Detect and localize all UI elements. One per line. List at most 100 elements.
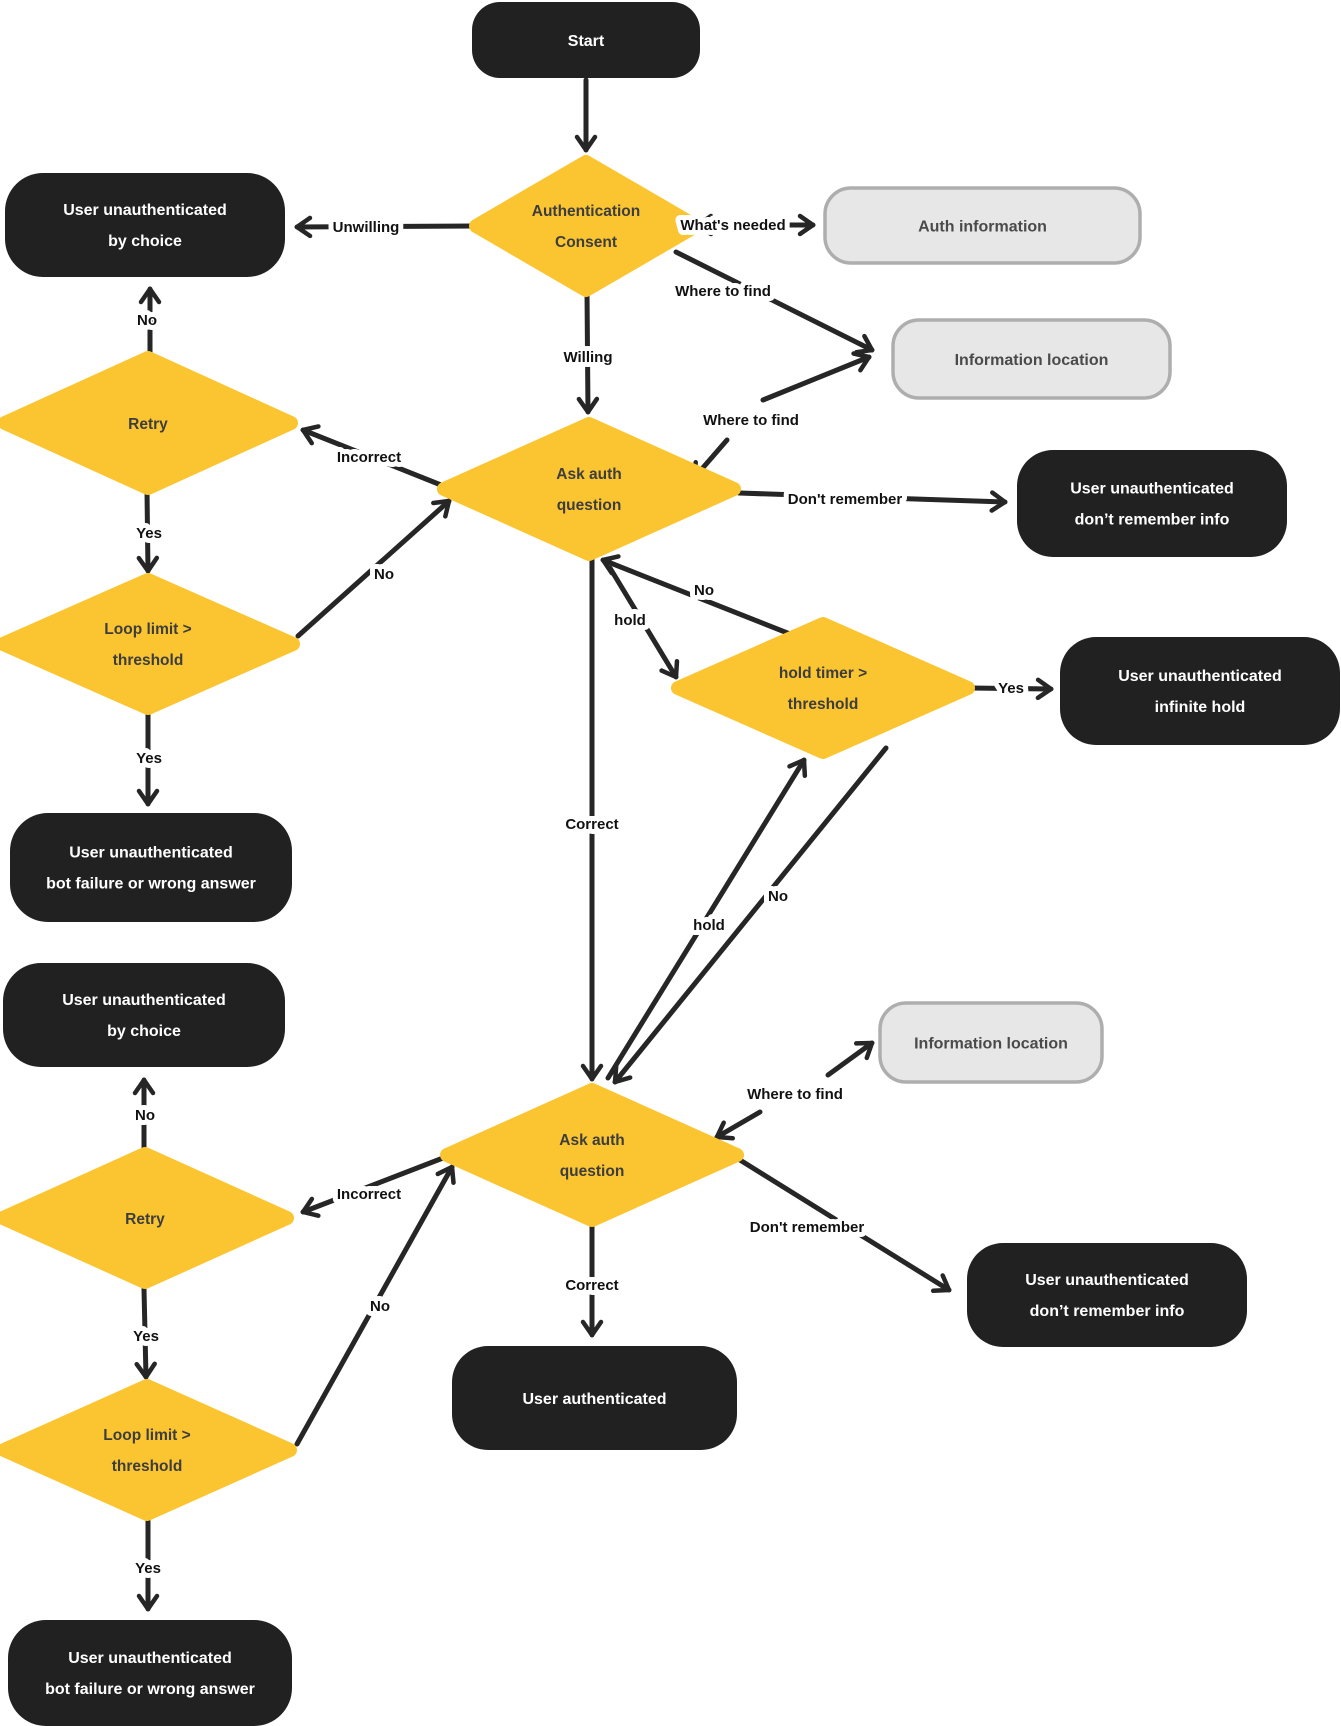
edge-hold-timer--ask-auth-question-1 bbox=[600, 554, 798, 639]
terminal-box bbox=[1060, 637, 1340, 745]
node-label: Information location bbox=[955, 352, 1109, 369]
node-label: Loop limit >threshold bbox=[103, 1427, 190, 1475]
decision-diamond bbox=[469, 155, 703, 297]
edge-auth-consent--ask-auth-question-1 bbox=[576, 289, 600, 415]
edge-line bbox=[300, 424, 444, 488]
edge-label: No bbox=[374, 566, 394, 583]
edge-label: Yes bbox=[136, 525, 162, 542]
edge-label: No bbox=[137, 312, 157, 329]
edge-label: No bbox=[694, 582, 714, 599]
terminal-box bbox=[452, 1346, 737, 1450]
edge-line bbox=[136, 488, 160, 574]
edge-hold-timer--ask-auth-question-2 bbox=[612, 745, 889, 1085]
edge-label: Correct bbox=[565, 816, 618, 833]
edge-retry-1--loop-limit-1 bbox=[136, 488, 160, 574]
decision-diamond bbox=[0, 1379, 297, 1521]
edge-loop-limit-1--ask-auth-question-1 bbox=[295, 498, 452, 639]
node-label: User authenticated bbox=[522, 1391, 666, 1408]
edge-line bbox=[300, 1155, 446, 1218]
edge-line bbox=[968, 677, 1054, 701]
decision-diamond bbox=[0, 573, 300, 715]
edge-line bbox=[737, 1157, 952, 1294]
node-loop-limit-2[interactable]: Loop limit >threshold bbox=[0, 1379, 297, 1521]
edge-auth-consent--unauth-by-choice-1 bbox=[294, 215, 479, 239]
decision-diamond bbox=[0, 351, 298, 495]
edge-label: What's needed bbox=[680, 217, 785, 234]
edge-label: No bbox=[135, 1107, 155, 1124]
node-label: Information location bbox=[914, 1036, 1068, 1053]
edge-ask-auth-question-1--unauth-dont-remember-1 bbox=[736, 490, 1008, 513]
edge-label: Yes bbox=[133, 1328, 159, 1345]
node-information-location-1[interactable]: Information location bbox=[891, 318, 1172, 400]
terminal-box bbox=[1017, 450, 1287, 557]
node-user-authenticated[interactable]: User authenticated bbox=[452, 1346, 737, 1450]
edge-label: Don't remember bbox=[750, 1219, 865, 1236]
terminal-box bbox=[8, 1620, 292, 1726]
edge-label: No bbox=[768, 888, 788, 905]
edge-label: Willing bbox=[563, 349, 612, 366]
edge-line bbox=[607, 565, 680, 680]
node-label: Loop limit >threshold bbox=[104, 621, 191, 669]
edge-line bbox=[294, 215, 479, 239]
node-auth-information[interactable]: Auth information bbox=[823, 186, 1142, 265]
node-label: Retry bbox=[128, 416, 168, 433]
node-label: Start bbox=[568, 33, 605, 50]
edge-hold-timer--unauth-infinite-hold bbox=[968, 677, 1054, 701]
node-start[interactable]: Start bbox=[472, 2, 700, 78]
edge-label: Don't remember bbox=[788, 491, 903, 508]
edge-line bbox=[134, 1286, 157, 1380]
info-box bbox=[823, 186, 1142, 265]
edge-line bbox=[714, 1109, 763, 1141]
edge-retry-2--loop-limit-2 bbox=[134, 1286, 157, 1380]
node-retry-2[interactable]: Retry bbox=[0, 1147, 294, 1289]
edge-label: hold bbox=[693, 917, 725, 934]
edge-ask-auth-question-1--retry-1 bbox=[300, 424, 444, 488]
edge-ask-auth-question-2--unauth-dont-remember-2 bbox=[737, 1157, 952, 1294]
node-retry-1[interactable]: Retry bbox=[0, 351, 298, 495]
node-information-location-2[interactable]: Information location bbox=[878, 1001, 1104, 1084]
terminal-box bbox=[472, 2, 700, 78]
edges-layer bbox=[132, 77, 1054, 1612]
edge-label: Where to find bbox=[747, 1086, 843, 1103]
decision-diamond bbox=[0, 1147, 294, 1289]
node-label: hold timer >threshold bbox=[779, 665, 867, 713]
edge-label: Correct bbox=[565, 1277, 618, 1294]
edge-label: hold bbox=[614, 612, 646, 629]
edge-line bbox=[825, 1040, 875, 1078]
terminal-box bbox=[3, 963, 285, 1067]
node-label: Auth information bbox=[918, 219, 1047, 236]
decision-diamond bbox=[440, 1083, 744, 1227]
edge-ask-auth-question-1--information-location-1 bbox=[760, 351, 872, 403]
node-loop-limit-1[interactable]: Loop limit >threshold bbox=[0, 573, 300, 715]
edge-label: Yes bbox=[998, 680, 1024, 697]
edge-ask-auth-question-2--retry-2 bbox=[300, 1155, 446, 1218]
node-hold-timer[interactable]: hold timer >threshold bbox=[671, 617, 975, 759]
edge-line bbox=[576, 289, 600, 415]
edge-label: Where to find bbox=[675, 283, 771, 300]
terminal-box bbox=[10, 813, 292, 922]
edge-label: Incorrect bbox=[337, 1186, 401, 1203]
node-label: Retry bbox=[125, 1211, 165, 1228]
edge-auth-consent--information-location-1 bbox=[673, 249, 875, 355]
decision-diamond bbox=[671, 617, 975, 759]
edge-line bbox=[736, 490, 1008, 513]
edge-line bbox=[294, 1164, 456, 1447]
